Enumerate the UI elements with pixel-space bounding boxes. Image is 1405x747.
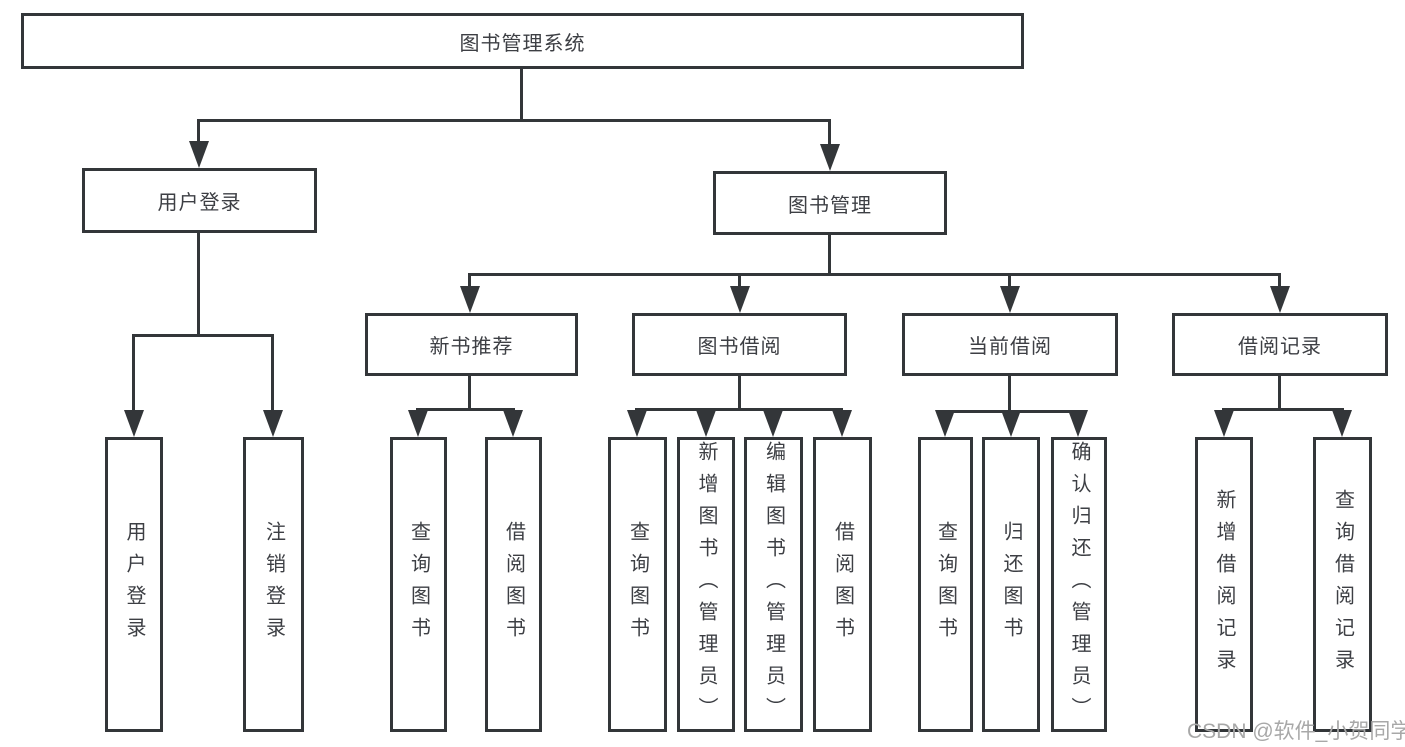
arrow-line-to-book-mgmt: [828, 119, 831, 151]
node-current-borrowing: 当前借阅: [902, 313, 1118, 376]
node-current-borrowing-label: 当前借阅: [968, 336, 1052, 358]
leaf-logout-label: 注销登录: [262, 520, 285, 649]
leaf-borrow-books-borrowing-label: 借阅图书: [831, 520, 854, 649]
arrow-line-to-book-borrow: [738, 273, 741, 293]
arrow-head-to-leaf-confirm: [1068, 410, 1088, 437]
leaf-add-books-admin-label: 新增图书（管理员）: [695, 440, 717, 729]
leaf-search-books-current-label: 查询图书: [934, 520, 957, 649]
leaf-add-borrow-record-label: 新增借阅记录: [1213, 488, 1235, 681]
connector-book-borrow-stem: [738, 376, 741, 410]
connector-level3-rail: [468, 273, 1281, 276]
arrow-head-to-book-borrow: [730, 286, 750, 313]
leaf-borrow-books-borrowing: 借阅图书: [813, 437, 872, 732]
leaf-user-login-label: 用户登录: [123, 520, 145, 649]
connector-borrow-record-stem: [1278, 376, 1281, 410]
leaf-add-borrow-record: 新增借阅记录: [1195, 437, 1253, 732]
leaf-edit-books-admin-label: 编辑图书（管理员）: [762, 440, 785, 729]
leaf-confirm-return-admin-label: 确认归还（管理员）: [1068, 440, 1090, 729]
arrow-head-to-leaf-edit-book: [763, 410, 783, 437]
arrow-head-to-borrow-record: [1270, 286, 1290, 313]
leaf-add-books-admin: 新增图书（管理员）: [677, 437, 735, 732]
leaf-borrow-books-recommend-label: 借阅图书: [502, 520, 525, 649]
arrow-head-to-leaf-add-book: [696, 410, 716, 437]
arrow-head-to-leaf-search2: [627, 410, 647, 437]
arrow-head-to-leaf-login: [124, 410, 144, 437]
leaf-return-books-label: 归还图书: [1000, 520, 1022, 649]
connector-new-book-rail: [416, 408, 515, 411]
node-new-book-recommend-label: 新书推荐: [429, 336, 514, 358]
node-root-label: 图书管理系统: [459, 32, 586, 55]
connector-user-login-stem: [197, 233, 200, 336]
connector-current-borrow-stem: [1008, 376, 1011, 412]
node-borrowing-records: 借阅记录: [1172, 313, 1388, 376]
connector-level2-rail: [197, 119, 831, 122]
connector-new-book-stem: [468, 376, 471, 410]
leaf-return-books: 归还图书: [982, 437, 1040, 732]
arrow-head-to-leaf-search-rec: [1332, 410, 1352, 437]
connector-book-mgmt-stem: [828, 235, 831, 275]
leaf-search-borrow-record: 查询借阅记录: [1313, 437, 1372, 732]
leaf-search-books-recommend-label: 查询图书: [407, 520, 430, 649]
arrow-line-to-new-book: [468, 273, 471, 293]
arrow-head-to-current-borrow: [1000, 286, 1020, 313]
leaf-search-books-borrowing: 查询图书: [608, 437, 667, 732]
node-user-login: 用户登录: [82, 168, 317, 233]
connector-user-login-rail: [132, 334, 274, 337]
leaf-search-books-recommend: 查询图书: [390, 437, 447, 732]
leaf-logout: 注销登录: [243, 437, 304, 732]
leaf-search-books-borrowing-label: 查询图书: [626, 520, 649, 649]
node-book-borrowing-label: 图书借阅: [697, 336, 782, 358]
watermark: CSDN @软件_小贺同学: [1187, 720, 1405, 743]
leaf-confirm-return-admin: 确认归还（管理员）: [1051, 437, 1107, 732]
node-user-login-label: 用户登录: [157, 192, 242, 214]
node-new-book-recommend: 新书推荐: [365, 313, 578, 376]
node-book-management: 图书管理: [713, 171, 947, 235]
leaf-search-books-current: 查询图书: [918, 437, 973, 732]
connector-borrow-record-rail: [1222, 408, 1344, 411]
arrow-head-to-book-mgmt: [820, 144, 840, 171]
leaf-edit-books-admin: 编辑图书（管理员）: [744, 437, 803, 732]
arrow-head-to-new-book: [460, 286, 480, 313]
arrow-line-to-current-borrow: [1008, 273, 1011, 293]
node-book-management-label: 图书管理: [788, 194, 872, 217]
node-book-borrowing: 图书借阅: [632, 313, 847, 376]
arrow-head-to-leaf-search1: [408, 410, 428, 437]
arrow-head-to-leaf-borrow1: [503, 410, 523, 437]
arrow-line-to-borrow-record: [1278, 273, 1281, 293]
arrow-head-to-leaf-search3: [935, 410, 955, 437]
arrow-head-to-leaf-return: [1001, 410, 1021, 437]
arrow-line-to-leaf-logout: [271, 334, 274, 419]
arrow-head-to-leaf-borrow2: [832, 410, 852, 437]
leaf-user-login: 用户登录: [105, 437, 163, 732]
arrow-line-to-user-login: [197, 119, 200, 148]
arrow-head-to-leaf-add-rec: [1214, 410, 1234, 437]
arrow-line-to-leaf-login: [132, 334, 135, 419]
arrow-head-to-user-login: [189, 141, 209, 168]
connector-book-borrow-rail: [635, 408, 843, 411]
leaf-search-borrow-record-label: 查询借阅记录: [1331, 488, 1354, 681]
node-borrowing-records-label: 借阅记录: [1238, 336, 1322, 358]
node-root: 图书管理系统: [21, 13, 1024, 69]
arrow-head-to-leaf-logout: [263, 410, 283, 437]
connector-root-stem: [520, 69, 523, 121]
leaf-borrow-books-recommend: 借阅图书: [485, 437, 542, 732]
